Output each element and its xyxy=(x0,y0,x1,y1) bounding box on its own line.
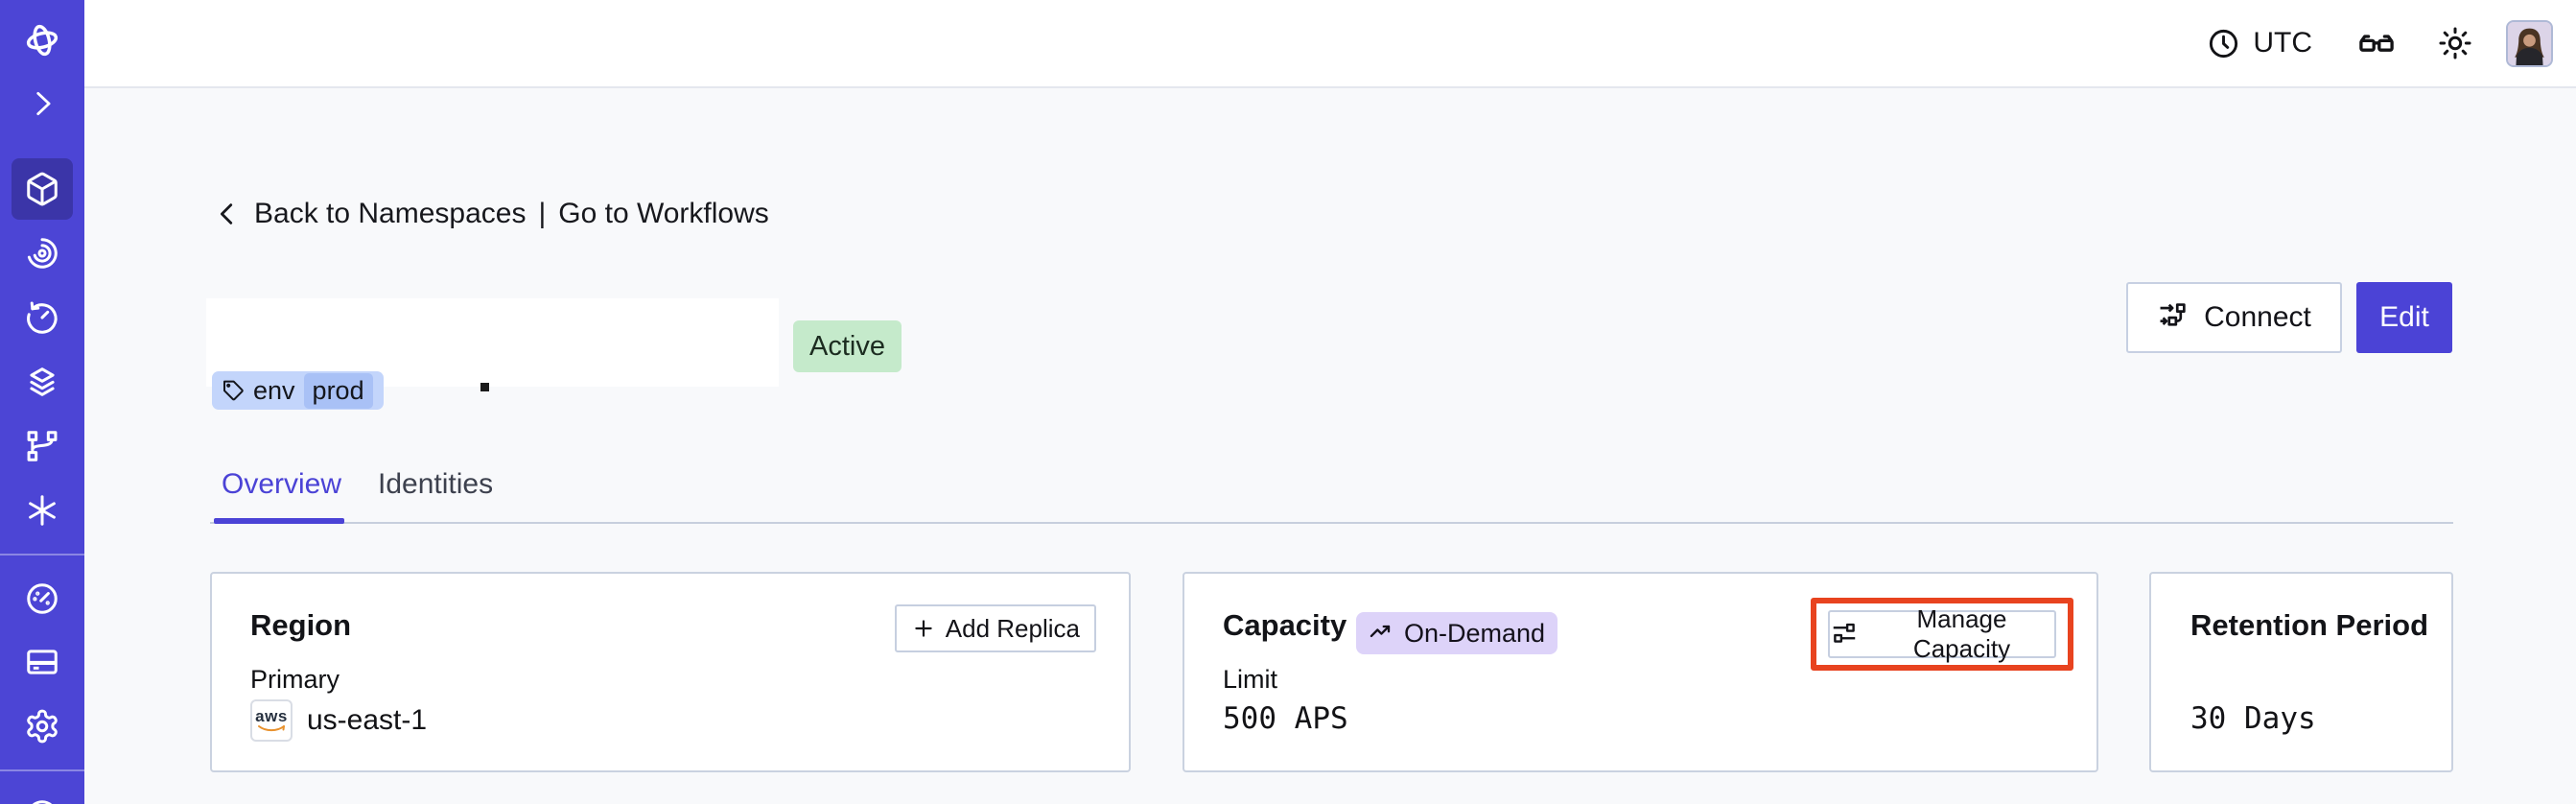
status-badge-label: Active xyxy=(809,330,885,362)
tag-icon xyxy=(223,380,244,401)
topbar: UTC xyxy=(84,0,2576,88)
tab-overview[interactable]: Overview xyxy=(222,468,342,500)
workflows-spiral-icon xyxy=(27,238,58,269)
sidebar-item-nexus[interactable] xyxy=(12,480,73,541)
namespace-tag-chip: env prod xyxy=(212,371,384,410)
temporal-logo-icon xyxy=(26,24,59,57)
sidebar-item-deployments[interactable] xyxy=(12,415,73,477)
ondemand-badge: On-Demand xyxy=(1356,612,1558,654)
sidebar-divider xyxy=(0,769,84,771)
plus-icon xyxy=(915,620,932,637)
billing-card-icon xyxy=(27,650,58,674)
tabs-divider-line xyxy=(210,522,2453,524)
primary-label: Primary xyxy=(250,665,340,694)
back-to-namespaces-link[interactable]: Back to Namespaces xyxy=(254,198,527,229)
region-card-title: Region xyxy=(250,608,352,642)
capacity-card: Capacity On-Demand Manage Capacity Limit… xyxy=(1183,572,2098,772)
region-value-row: aws us-east-1 xyxy=(250,699,427,742)
annotation-highlight-box: Manage Capacity xyxy=(1811,598,2073,671)
avatar[interactable] xyxy=(2506,19,2553,67)
deployments-branch-icon xyxy=(27,431,58,461)
add-replica-button[interactable]: Add Replica xyxy=(894,604,1096,652)
aws-smile xyxy=(258,725,285,732)
breadcrumb-separator: | xyxy=(538,198,547,229)
sidebar-item-namespaces[interactable] xyxy=(12,158,73,220)
avatar-image xyxy=(2508,21,2551,65)
manage-capacity-label: Manage Capacity xyxy=(1912,604,2011,663)
status-badge: Active xyxy=(793,320,902,372)
trending-up-icon xyxy=(1370,625,1391,638)
aws-word: aws xyxy=(255,707,288,725)
sidebar-item-usage[interactable] xyxy=(12,568,73,629)
capacity-card-title: Capacity xyxy=(1223,608,1347,642)
labs-toggle-button[interactable] xyxy=(2356,23,2397,63)
timezone-label: UTC xyxy=(2253,27,2312,59)
namespaces-box-icon xyxy=(27,172,58,206)
connect-button-label: Connect xyxy=(2204,301,2311,333)
aws-logo-icon: aws xyxy=(250,699,293,742)
edit-button[interactable]: Edit xyxy=(2356,282,2452,353)
add-replica-label: Add Replica xyxy=(945,613,1080,643)
sidebar-item-billing[interactable] xyxy=(12,631,73,693)
sidebar-expand-button[interactable] xyxy=(12,73,73,134)
sidebar-item-batch-operations[interactable] xyxy=(12,351,73,413)
nexus-asterisk-icon xyxy=(29,495,56,526)
chevron-left-icon xyxy=(221,203,233,225)
batch-layers-icon xyxy=(30,367,55,396)
retention-card: Retention Period 30 Days xyxy=(2149,572,2453,772)
edit-button-label: Edit xyxy=(2379,301,2429,333)
breadcrumb: Back to Namespaces | Go to Workflows xyxy=(213,192,769,236)
region-value: us-east-1 xyxy=(307,704,428,736)
support-lifebuoy-icon xyxy=(32,800,53,804)
chevron-right-icon xyxy=(36,91,51,116)
theme-toggle-button[interactable] xyxy=(2437,25,2473,61)
limit-value: 500 APS xyxy=(1223,701,1348,736)
glasses-icon xyxy=(2359,35,2394,52)
tab-identities[interactable]: Identities xyxy=(378,468,494,500)
sidebar-item-schedules[interactable] xyxy=(12,287,73,348)
schedules-clock-icon xyxy=(27,301,58,334)
retention-value: 30 Days xyxy=(2190,701,2316,736)
active-tab-underline xyxy=(214,518,344,524)
redaction-artifact-dot xyxy=(480,383,489,391)
usage-gauge-icon xyxy=(27,583,58,614)
region-card: Region Add Replica Primary aws us-east-1 xyxy=(210,572,1131,772)
sidebar xyxy=(0,0,84,804)
connect-flow-icon xyxy=(2160,303,2186,326)
sidebar-item-support[interactable] xyxy=(12,785,73,804)
connect-button[interactable]: Connect xyxy=(2126,282,2342,353)
tag-key: env xyxy=(253,375,295,405)
sun-icon xyxy=(2439,27,2471,59)
timezone-selector[interactable]: UTC xyxy=(2207,27,2312,60)
ondemand-badge-label: On-Demand xyxy=(1404,618,1546,648)
clock-icon xyxy=(2210,29,2238,58)
manage-capacity-button[interactable]: Manage Capacity xyxy=(1828,604,2056,663)
tag-value: prod xyxy=(303,372,373,409)
temporal-logo[interactable] xyxy=(12,10,73,71)
sidebar-item-settings[interactable] xyxy=(12,696,73,757)
go-to-workflows-link[interactable]: Go to Workflows xyxy=(558,198,769,229)
retention-card-title: Retention Period xyxy=(2190,608,2429,642)
sidebar-item-workflows[interactable] xyxy=(12,223,73,284)
sliders-icon xyxy=(1833,623,1856,643)
settings-gear-icon xyxy=(27,709,58,744)
limit-label: Limit xyxy=(1223,665,1278,694)
sidebar-divider xyxy=(0,554,84,556)
